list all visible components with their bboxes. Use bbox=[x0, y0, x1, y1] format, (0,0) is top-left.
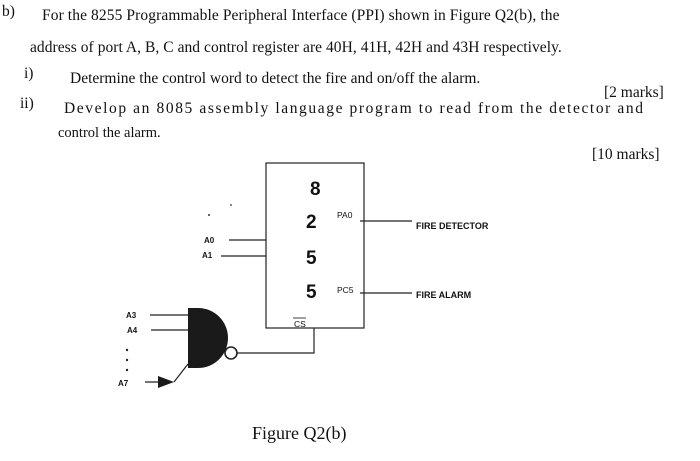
part-label: b) bbox=[2, 3, 15, 20]
dot-1 bbox=[208, 214, 210, 216]
chip-8255 bbox=[265, 162, 365, 329]
sub-question-ii-text-2: control the alarm. bbox=[58, 125, 161, 141]
question-line-2: address of port A, B, C and control regi… bbox=[30, 39, 562, 56]
addr-label-a3: A3 bbox=[126, 311, 137, 320]
ellipsis-dot-3 bbox=[125, 368, 129, 372]
sub-question-ii-label: ii) bbox=[20, 95, 34, 112]
ellipsis-dot-2 bbox=[125, 358, 129, 362]
sub-question-ii-text: Develop an 8085 assembly language progra… bbox=[64, 100, 645, 117]
nand-gate bbox=[188, 308, 228, 368]
device-fire-detector: FIRE DETECTOR bbox=[416, 221, 489, 231]
inverter-a7 bbox=[158, 376, 174, 388]
addr-label-a1: A1 bbox=[202, 251, 213, 260]
sub-question-i-label: i) bbox=[24, 65, 34, 82]
question-line-1: For the 8255 Programmable Peripheral Int… bbox=[42, 7, 560, 24]
figure-caption: Figure Q2(b) bbox=[252, 423, 347, 443]
addr-label-a0: A0 bbox=[204, 236, 215, 245]
wire-gate-to-cs bbox=[237, 328, 315, 354]
ellipsis-dot-1 bbox=[125, 348, 129, 352]
chip-digit-1: 8 bbox=[310, 179, 321, 200]
pin-label-cs: CS bbox=[294, 319, 306, 329]
chip-digit-3: 5 bbox=[306, 248, 317, 269]
sub-question-i-text: Determine the control word to detect the… bbox=[70, 70, 481, 87]
sub-question-ii-marks: [10 marks] bbox=[592, 146, 660, 163]
pin-label-pa0: PA0 bbox=[337, 210, 353, 220]
sub-question-i-marks: [2 marks] bbox=[604, 84, 664, 101]
addr-label-a7: A7 bbox=[118, 379, 129, 388]
pin-label-pc5: PC5 bbox=[337, 285, 354, 295]
chip-digit-2: 2 bbox=[306, 212, 317, 233]
wire-a7-to-gate bbox=[173, 363, 189, 383]
chip-digit-4: 5 bbox=[306, 282, 317, 303]
device-fire-alarm: FIRE ALARM bbox=[416, 290, 471, 300]
dot-2 bbox=[230, 204, 232, 206]
nand-bubble bbox=[224, 346, 238, 360]
addr-label-a4: A4 bbox=[127, 326, 138, 335]
